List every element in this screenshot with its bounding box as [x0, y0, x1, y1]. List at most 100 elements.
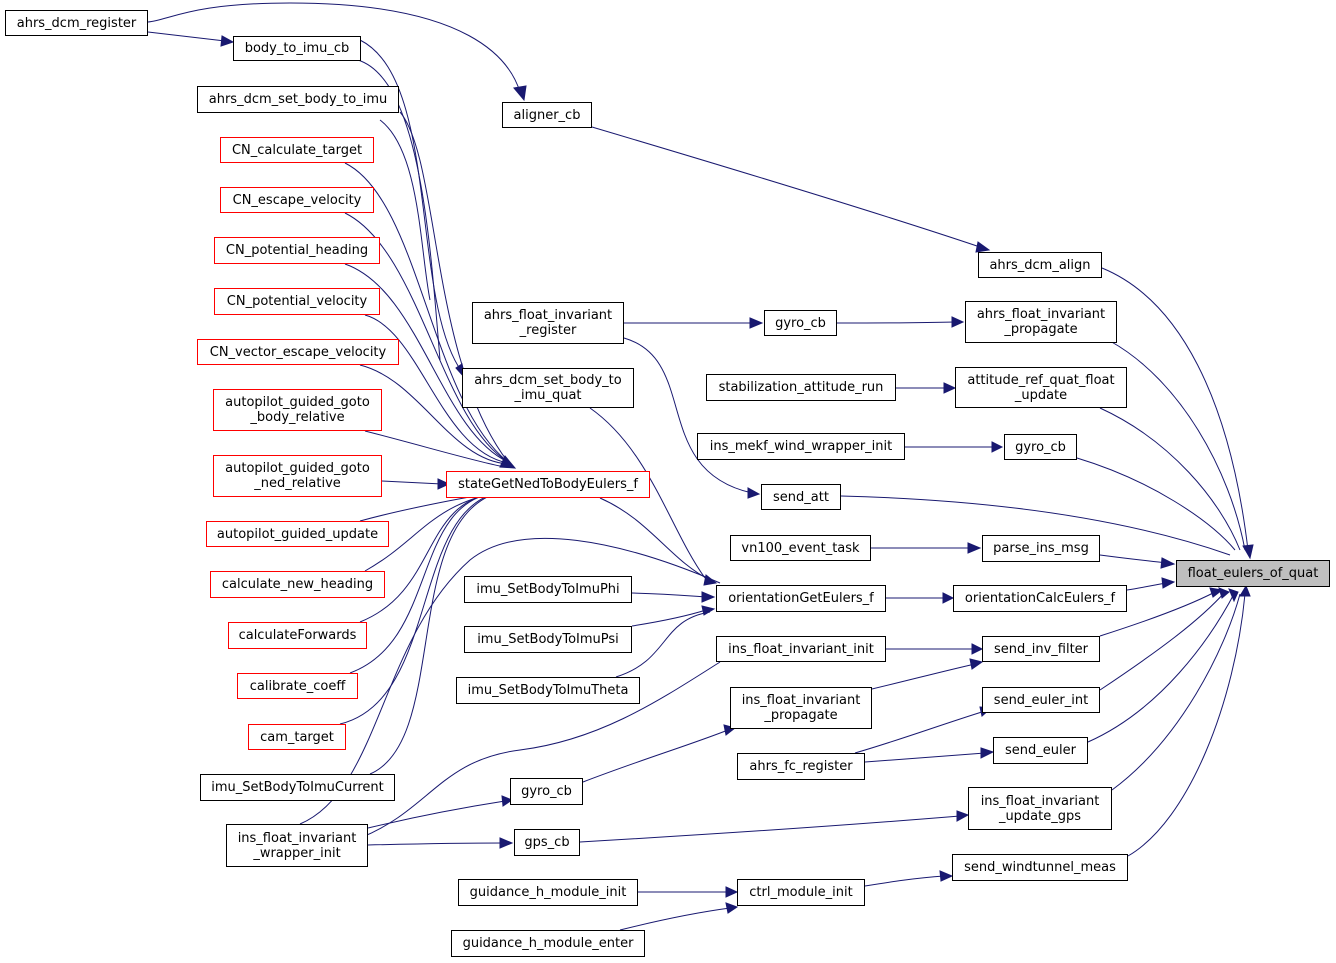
node-cn-calculate-target[interactable]: CN_calculate_target [220, 137, 374, 163]
call-edge-line [854, 710, 986, 754]
node-cn-escape-velocity[interactable]: CN_escape_velocity [220, 187, 374, 213]
arrowhead-icon [943, 382, 957, 394]
node-calculateforwards[interactable]: calculateForwards [228, 622, 367, 649]
node-ahrs-fc-register[interactable]: ahrs_fc_register [737, 753, 865, 780]
call-edge [836, 316, 965, 328]
call-edge-line [379, 119, 431, 301]
call-edge-line [1126, 582, 1167, 591]
node-ahrs-float-invariant-register[interactable]: ahrs_float_invariant _register [472, 302, 624, 344]
call-edge-line [619, 907, 731, 931]
node-float-eulers-of-quat: float_eulers_of_quat [1176, 560, 1330, 587]
call-edge-line [344, 263, 509, 463]
call-edge [1076, 457, 1236, 551]
node-gyro-cb-1[interactable]: gyro_cb [764, 310, 837, 336]
node-guidance-h-module-enter[interactable]: guidance_h_module_enter [451, 930, 645, 957]
call-edge [299, 537, 721, 825]
node-calculate-new-heading[interactable]: calculate_new_heading [210, 571, 385, 598]
node-attitude-ref-quat-float-update[interactable]: attitude_ref_quat_float _update [955, 367, 1127, 408]
node-gps-cb[interactable]: gps_cb [514, 829, 580, 856]
call-edge [369, 491, 501, 775]
call-edge [579, 810, 970, 843]
arrowhead-icon [1161, 577, 1176, 589]
node-ins-float-invariant-init[interactable]: ins_float_invariant_init [716, 636, 886, 662]
node-gyro-cb-3[interactable]: gyro_cb [510, 778, 583, 805]
node-ins-mekf-wind-wrapper-init[interactable]: ins_mekf_wind_wrapper_init [697, 433, 905, 460]
call-edge-line [871, 663, 976, 690]
node-autopilot-guided-goto-body-relative[interactable]: autopilot_guided_goto _body_relative [213, 389, 382, 431]
call-edge [379, 119, 431, 301]
node-aligner-cb[interactable]: aligner_cb [502, 102, 592, 128]
node-parse-ins-msg[interactable]: parse_ins_msg [982, 535, 1100, 562]
call-edge-line [1111, 593, 1241, 791]
node-cn-vector-escape-velocity[interactable]: CN_vector_escape_velocity [197, 339, 399, 365]
arrowhead-icon [1228, 588, 1239, 603]
call-edge [349, 491, 501, 674]
call-edge [886, 643, 984, 655]
node-vn100-event-task[interactable]: vn100_event_task [730, 535, 871, 561]
node-autopilot-guided-goto-ned-relative[interactable]: autopilot_guided_goto _ned_relative [213, 455, 382, 497]
arrowhead-icon [725, 886, 739, 898]
node-ahrs-dcm-set-body-to-imu-quat[interactable]: ahrs_dcm_set_body_to _imu_quat [462, 368, 634, 408]
arrowhead-icon [1218, 587, 1230, 599]
arrowhead-icon [513, 85, 527, 102]
node-send-inv-filter[interactable]: send_inv_filter [982, 636, 1100, 662]
call-edge-line [864, 875, 945, 887]
call-edge-line [1099, 407, 1241, 551]
call-edge-line [631, 592, 707, 598]
node-send-windtunnel-meas[interactable]: send_windtunnel_meas [952, 854, 1128, 881]
node-ahrs-dcm-set-body-to-imu[interactable]: ahrs_dcm_set_body_to_imu [197, 86, 399, 113]
node-autopilot-guided-update[interactable]: autopilot_guided_update [206, 521, 389, 547]
call-edge [344, 162, 509, 463]
node-send-euler[interactable]: send_euler [993, 737, 1088, 764]
call-edge-line [589, 407, 706, 579]
call-edge-line [1087, 591, 1236, 743]
node-orientationcalceulers-f[interactable]: orientationCalcEulers_f [953, 585, 1127, 612]
call-edge-line [359, 39, 463, 373]
node-cn-potential-heading[interactable]: CN_potential_heading [214, 237, 380, 264]
node-ctrl-module-init[interactable]: ctrl_module_init [737, 879, 865, 906]
call-edge-line [349, 491, 501, 674]
node-ahrs-dcm-align[interactable]: ahrs_dcm_align [978, 252, 1102, 278]
node-imu-setbodytoimupsi[interactable]: imu_SetBodyToImuPsi [464, 626, 632, 653]
arrowhead-icon [1239, 584, 1251, 597]
node-cn-potential-velocity[interactable]: CN_potential_velocity [214, 288, 380, 315]
call-edge [582, 724, 737, 783]
node-ahrs-dcm-register[interactable]: ahrs_dcm_register [5, 10, 148, 36]
node-ins-float-invariant-propagate[interactable]: ins_float_invariant _propagate [730, 687, 872, 729]
call-edge [344, 263, 509, 463]
call-edge [147, 2, 527, 102]
node-orientationgeteulers-f[interactable]: orientationGetEulers_f [716, 585, 886, 612]
node-guidance-h-module-init[interactable]: guidance_h_module_init [458, 879, 638, 906]
node-cam-target[interactable]: cam_target [248, 724, 346, 750]
node-gyro-cb-2[interactable]: gyro_cb [1004, 434, 1077, 460]
node-ins-float-invariant-update-gps[interactable]: ins_float_invariant _update_gps [968, 787, 1112, 830]
node-stabilization-attitude-run[interactable]: stabilization_attitude_run [706, 374, 896, 401]
arrowhead-icon [991, 441, 1004, 453]
arrowhead-icon [747, 487, 761, 499]
node-ins-float-invariant-wrapper-init[interactable]: ins_float_invariant _wrapper_init [226, 824, 368, 867]
arrowhead-icon [969, 658, 984, 670]
node-send-euler-int[interactable]: send_euler_int [982, 687, 1100, 713]
arrowhead-icon [1242, 544, 1254, 560]
node-imu-setbodytoimucurrent[interactable]: imu_SetBodyToImuCurrent [200, 774, 395, 801]
node-body-to-imu-cb[interactable]: body_to_imu_cb [233, 36, 361, 61]
call-edge [864, 870, 954, 887]
arrowhead-icon [1160, 557, 1176, 569]
call-edge-line [1127, 593, 1246, 857]
node-imu-setbodytoimutheta[interactable]: imu_SetBodyToImuTheta [456, 677, 640, 704]
node-send-att[interactable]: send_att [761, 484, 841, 510]
call-edge [359, 491, 501, 623]
call-edge [1087, 588, 1239, 743]
call-edge [591, 126, 991, 253]
node-stategetnedtobodyeulers-f[interactable]: stateGetNedToBodyEulers_f [446, 471, 650, 498]
call-edge-line [836, 321, 956, 324]
node-calibrate-coeff[interactable]: calibrate_coeff [237, 673, 358, 699]
call-edge [637, 886, 739, 898]
node-imu-setbodytoimuphi[interactable]: imu_SetBodyToImuPhi [464, 576, 632, 603]
arrowhead-icon [939, 870, 954, 882]
arrowhead-icon [725, 902, 739, 914]
node-ahrs-float-invariant-propagate[interactable]: ahrs_float_invariant _propagate [965, 301, 1117, 343]
call-edge-line [599, 497, 711, 581]
call-edge-line [359, 661, 721, 839]
